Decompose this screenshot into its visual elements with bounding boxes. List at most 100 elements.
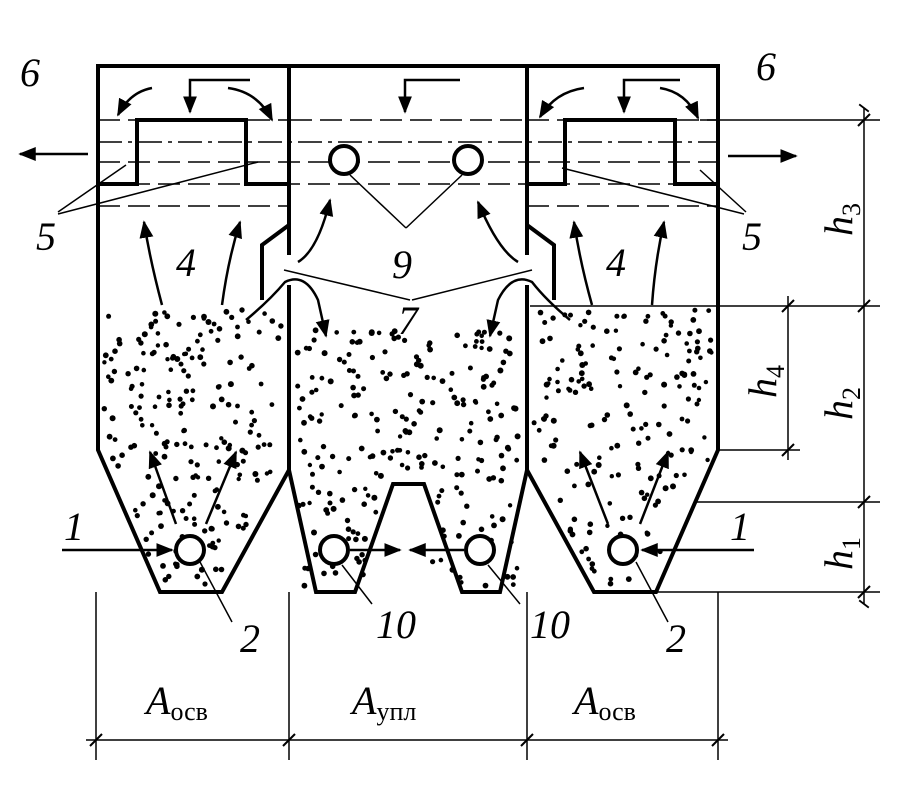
sludge-particle (249, 409, 255, 415)
sludge-particle (119, 452, 125, 459)
sludge-particle (194, 462, 200, 468)
sludge-particle (401, 372, 407, 378)
dimension-tick (781, 299, 795, 313)
sludge-particle (192, 521, 198, 527)
sludge-particle (246, 366, 252, 371)
dimension-tick (282, 733, 296, 747)
sludge-particle (464, 503, 470, 509)
sludge-particle (581, 383, 587, 389)
sludge-particle (213, 566, 219, 573)
sludge-particle (346, 352, 352, 357)
sludge-particle (137, 405, 142, 410)
sludge-particle (156, 394, 162, 400)
sludge-particle (309, 389, 315, 395)
sludge-particle (380, 449, 387, 456)
label-sludge-pipe-right: 10 (530, 602, 570, 647)
dimension-tick (857, 585, 871, 599)
sludge-particle (591, 468, 598, 475)
sludge-particle (108, 377, 115, 384)
sludge-particle (590, 343, 595, 348)
sludge-particle (595, 462, 602, 468)
sludge-particle (566, 386, 571, 391)
sludge-particle (664, 352, 670, 358)
sludge-particle (351, 368, 356, 374)
sludge-particle (319, 463, 325, 470)
sludge-particle (235, 403, 240, 409)
sludge-particle (233, 419, 238, 425)
sludge-particle (262, 311, 267, 316)
sludge-particle (153, 451, 159, 456)
sludge-particle (391, 328, 398, 335)
sludge-particle (500, 465, 506, 472)
sludge-particle (703, 379, 709, 385)
sludge-particle (661, 403, 667, 409)
sludge-particle (174, 441, 180, 448)
sludge-particle (685, 418, 691, 424)
sludge-particle (589, 561, 596, 567)
sludge-particle (467, 365, 473, 371)
sludge-particle (682, 472, 687, 478)
distributor-pipe-right (607, 534, 639, 566)
sludge-particle (696, 328, 702, 335)
sludge-particle (116, 336, 122, 343)
sludge-particle (149, 423, 155, 428)
sludge-particle (148, 321, 155, 328)
sludge-particle (482, 582, 489, 589)
sludge-particle (547, 335, 553, 342)
sludge-particle (152, 404, 158, 410)
sludge-particle (661, 381, 668, 388)
sludge-particle (195, 338, 200, 344)
dimension-tick (857, 299, 871, 313)
sludge-particle (601, 416, 608, 423)
sludge-particle (181, 428, 186, 434)
sludge-particle (338, 403, 344, 409)
sludge-particle (494, 434, 500, 440)
sludge-particle (371, 494, 378, 501)
sludge-particle (586, 529, 593, 536)
sludge-particle (514, 457, 520, 463)
sludge-particle (661, 338, 667, 344)
sludge-particle (614, 442, 621, 449)
sludge-particle (537, 309, 544, 316)
sludge-particle (173, 475, 179, 482)
sludge-particle (174, 356, 181, 362)
sludge-particle (321, 350, 328, 357)
sludge-particle (254, 477, 260, 483)
sludge-particle (365, 493, 371, 498)
sludge-particle (133, 410, 139, 416)
sludge-particle (311, 529, 317, 536)
sludge-particle (560, 358, 565, 363)
sludge-particle (460, 397, 466, 403)
sludge-particle (302, 565, 308, 571)
sludge-particle (243, 521, 249, 528)
sludge-particle (454, 332, 461, 339)
sludge-particle (539, 338, 546, 345)
sludge-particle (662, 485, 669, 492)
sludge-particle (332, 570, 339, 576)
sludge-particle (477, 439, 484, 446)
sludge-particle (422, 452, 428, 459)
sludge-particle (448, 387, 454, 393)
sludge-particle (686, 358, 692, 364)
sludge-particle (294, 349, 301, 356)
sludge-particle (426, 343, 432, 348)
sludge-particle (312, 327, 319, 334)
sludge-particle (225, 401, 232, 408)
area-label-right: Aосв (571, 678, 636, 726)
sludge-particle (319, 375, 325, 381)
sludge-particle (310, 471, 315, 477)
sludge-particle (341, 359, 347, 365)
sludge-particle (403, 429, 409, 435)
sludge-particle (405, 450, 411, 455)
sludge-particle (179, 508, 186, 514)
sludge-particle (568, 376, 575, 383)
sludge-particle (454, 400, 461, 407)
sludge-particle (691, 382, 697, 388)
label-collector-right: 5 (742, 214, 762, 259)
dim-h2: h2 (816, 387, 866, 420)
sludge-particle (185, 373, 191, 379)
sludge-particle (258, 381, 264, 387)
sludge-particle (413, 354, 420, 360)
sludge-particle (395, 334, 401, 340)
sludge-particle (644, 374, 650, 380)
